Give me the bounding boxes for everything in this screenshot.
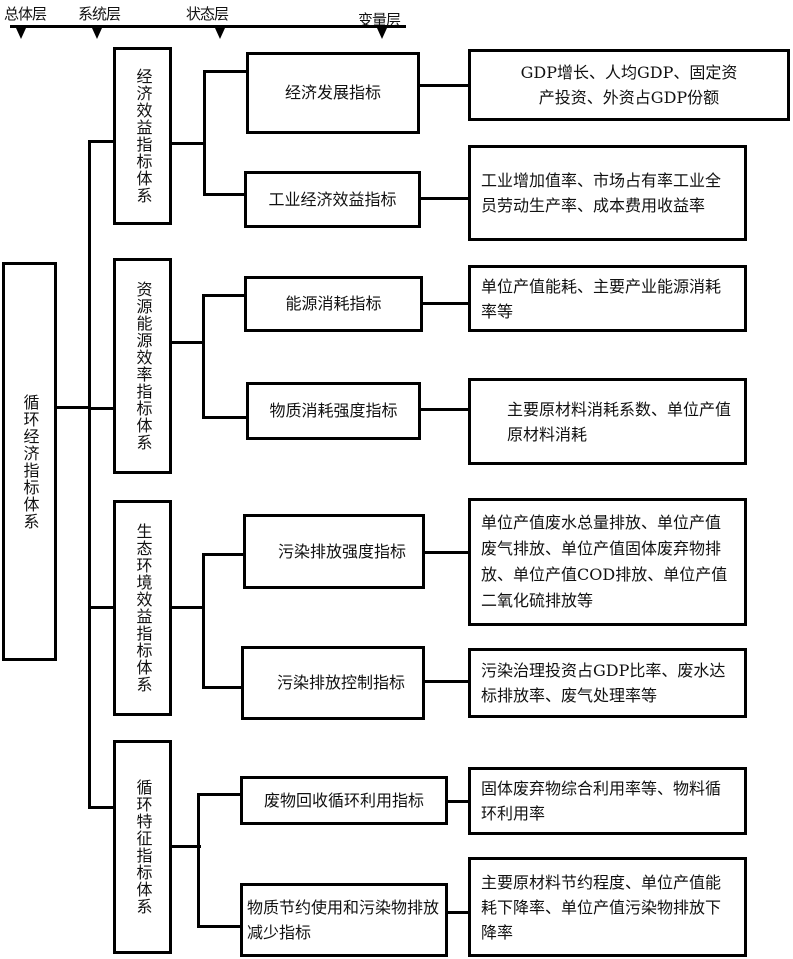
connector-line: [197, 793, 200, 928]
connector-line: [171, 845, 201, 848]
variable-box: 工业增加值率、市场占有率工业全员劳动生产率、成本费用收益率: [468, 145, 747, 241]
variable-box: 主要原材料消耗系数、单位产值原材料消耗: [468, 378, 747, 465]
arrow-down-icon: [16, 28, 26, 39]
layer-label-system: 系统层: [78, 5, 121, 23]
connector-line: [202, 686, 244, 689]
state-label: 物质消耗强度指标: [269, 401, 398, 420]
connector-line: [56, 406, 90, 409]
state-box-energy-consumption: 能源消耗指标: [244, 276, 423, 332]
variable-box: 污染治理投资占GDP比率、废水达标排放率、废气处理率等: [468, 648, 747, 718]
state-label: 能源消耗指标: [285, 294, 382, 313]
layer-axis-line: [10, 25, 406, 28]
variable-text: 主要原材料节约程度、单位产值能耗下降率、单位产值污染物排放下降率: [481, 872, 722, 942]
connector-line: [197, 793, 242, 796]
connector-line: [171, 142, 205, 145]
state-box-pollution-intensity: 污染排放强度指标: [243, 514, 425, 589]
arrow-down-icon: [215, 28, 225, 39]
connector-line: [424, 551, 469, 554]
variable-text: 单位产值能耗、主要产业能源消耗率等: [481, 276, 722, 321]
variable-box: 主要原材料节约程度、单位产值能耗下降率、单位产值污染物排放下降率: [468, 857, 747, 957]
arrow-down-icon: [92, 28, 102, 39]
state-box-economic-development: 经济发展指标: [246, 52, 420, 134]
connector-line: [171, 606, 205, 609]
variable-box: GDP增长、人均GDP、固定资产投资、外资占GDP份额: [468, 49, 790, 121]
system-label: 资源能源效率指标体系: [133, 281, 153, 451]
state-box-waste-recycling: 废物回收循环利用指标: [240, 776, 448, 825]
connector-line: [88, 140, 114, 143]
state-box-industrial-efficiency: 工业经济效益指标: [244, 171, 421, 228]
state-label: 废物回收循环利用指标: [263, 790, 424, 810]
connector-line: [420, 408, 469, 411]
system-label: 生态环境效益指标体系: [133, 523, 153, 693]
connector-line: [202, 416, 248, 419]
variable-text: 工业增加值率、市场占有率工业全员劳动生产率、成本费用收益率: [481, 171, 722, 215]
state-label: 经济发展指标: [284, 83, 381, 102]
variable-text: 污染治理投资占GDP比率、废水达标排放率、废气处理率等: [481, 661, 726, 705]
system-box-resource-energy-efficiency: 资源能源效率指标体系: [113, 258, 172, 474]
connector-line: [88, 407, 114, 410]
state-label: 物质节约使用和污染物排放减少指标: [247, 898, 440, 942]
variable-box: 固体废弃物综合利用率等、物料循环利用率: [468, 767, 747, 835]
variable-text: 主要原材料消耗系数、单位产值原材料消耗: [507, 399, 732, 444]
connector-line: [203, 70, 206, 195]
layer-label-variable: 变量层: [358, 11, 401, 29]
state-label: 工业经济效益指标: [268, 189, 397, 209]
variable-text: GDP增长、人均GDP、固定资产投资、外资占GDP份额: [520, 63, 738, 107]
variable-box: 单位产值能耗、主要产业能源消耗率等: [468, 265, 747, 332]
system-box-circular-feature: 循环特征指标体系: [113, 740, 172, 954]
state-label: 污染排放控制指标: [276, 673, 405, 692]
connector-line: [202, 294, 246, 297]
state-box-material-consumption: 物质消耗强度指标: [246, 382, 421, 440]
connector-line: [447, 800, 469, 803]
system-label: 循环特征指标体系: [133, 779, 153, 915]
system-label: 经济效益指标体系: [133, 68, 153, 204]
variable-text: 固体废弃物综合利用率等、物料循环利用率: [481, 779, 722, 823]
layer-label-overall: 总体层: [4, 5, 47, 23]
connector-line: [202, 553, 205, 688]
state-label: 污染排放强度指标: [277, 541, 406, 561]
connector-line: [420, 197, 469, 200]
connector-line: [422, 302, 469, 305]
connector-line: [202, 553, 246, 556]
connector-line: [88, 140, 91, 808]
connector-line: [203, 193, 245, 196]
connector-line: [424, 680, 469, 683]
connector-line: [88, 606, 114, 609]
connector-line: [447, 911, 469, 914]
state-box-pollution-control: 污染排放控制指标: [241, 646, 425, 720]
system-box-ecological-environment: 生态环境效益指标体系: [113, 500, 172, 716]
connector-line: [197, 925, 242, 928]
variable-box: 单位产值废水总量排放、单位产值废气排放、单位产值固体废弃物排放、单位产值COD排…: [468, 498, 747, 626]
connector-line: [419, 84, 469, 87]
variable-text: 单位产值废水总量排放、单位产值废气排放、单位产值固体废弃物排放、单位产值COD排…: [481, 513, 728, 610]
state-box-material-saving: 物质节约使用和污染物排放减少指标: [240, 883, 448, 957]
connector-line: [202, 294, 205, 418]
arrow-down-icon: [377, 28, 387, 39]
layer-label-state: 状态层: [186, 5, 229, 23]
system-box-economic-benefit: 经济效益指标体系: [113, 47, 172, 225]
connector-line: [171, 341, 205, 344]
connector-line: [88, 806, 114, 809]
root-box: 循环经济指标体系: [2, 262, 57, 661]
connector-line: [203, 70, 248, 73]
root-label: 循环经济指标体系: [20, 393, 40, 530]
